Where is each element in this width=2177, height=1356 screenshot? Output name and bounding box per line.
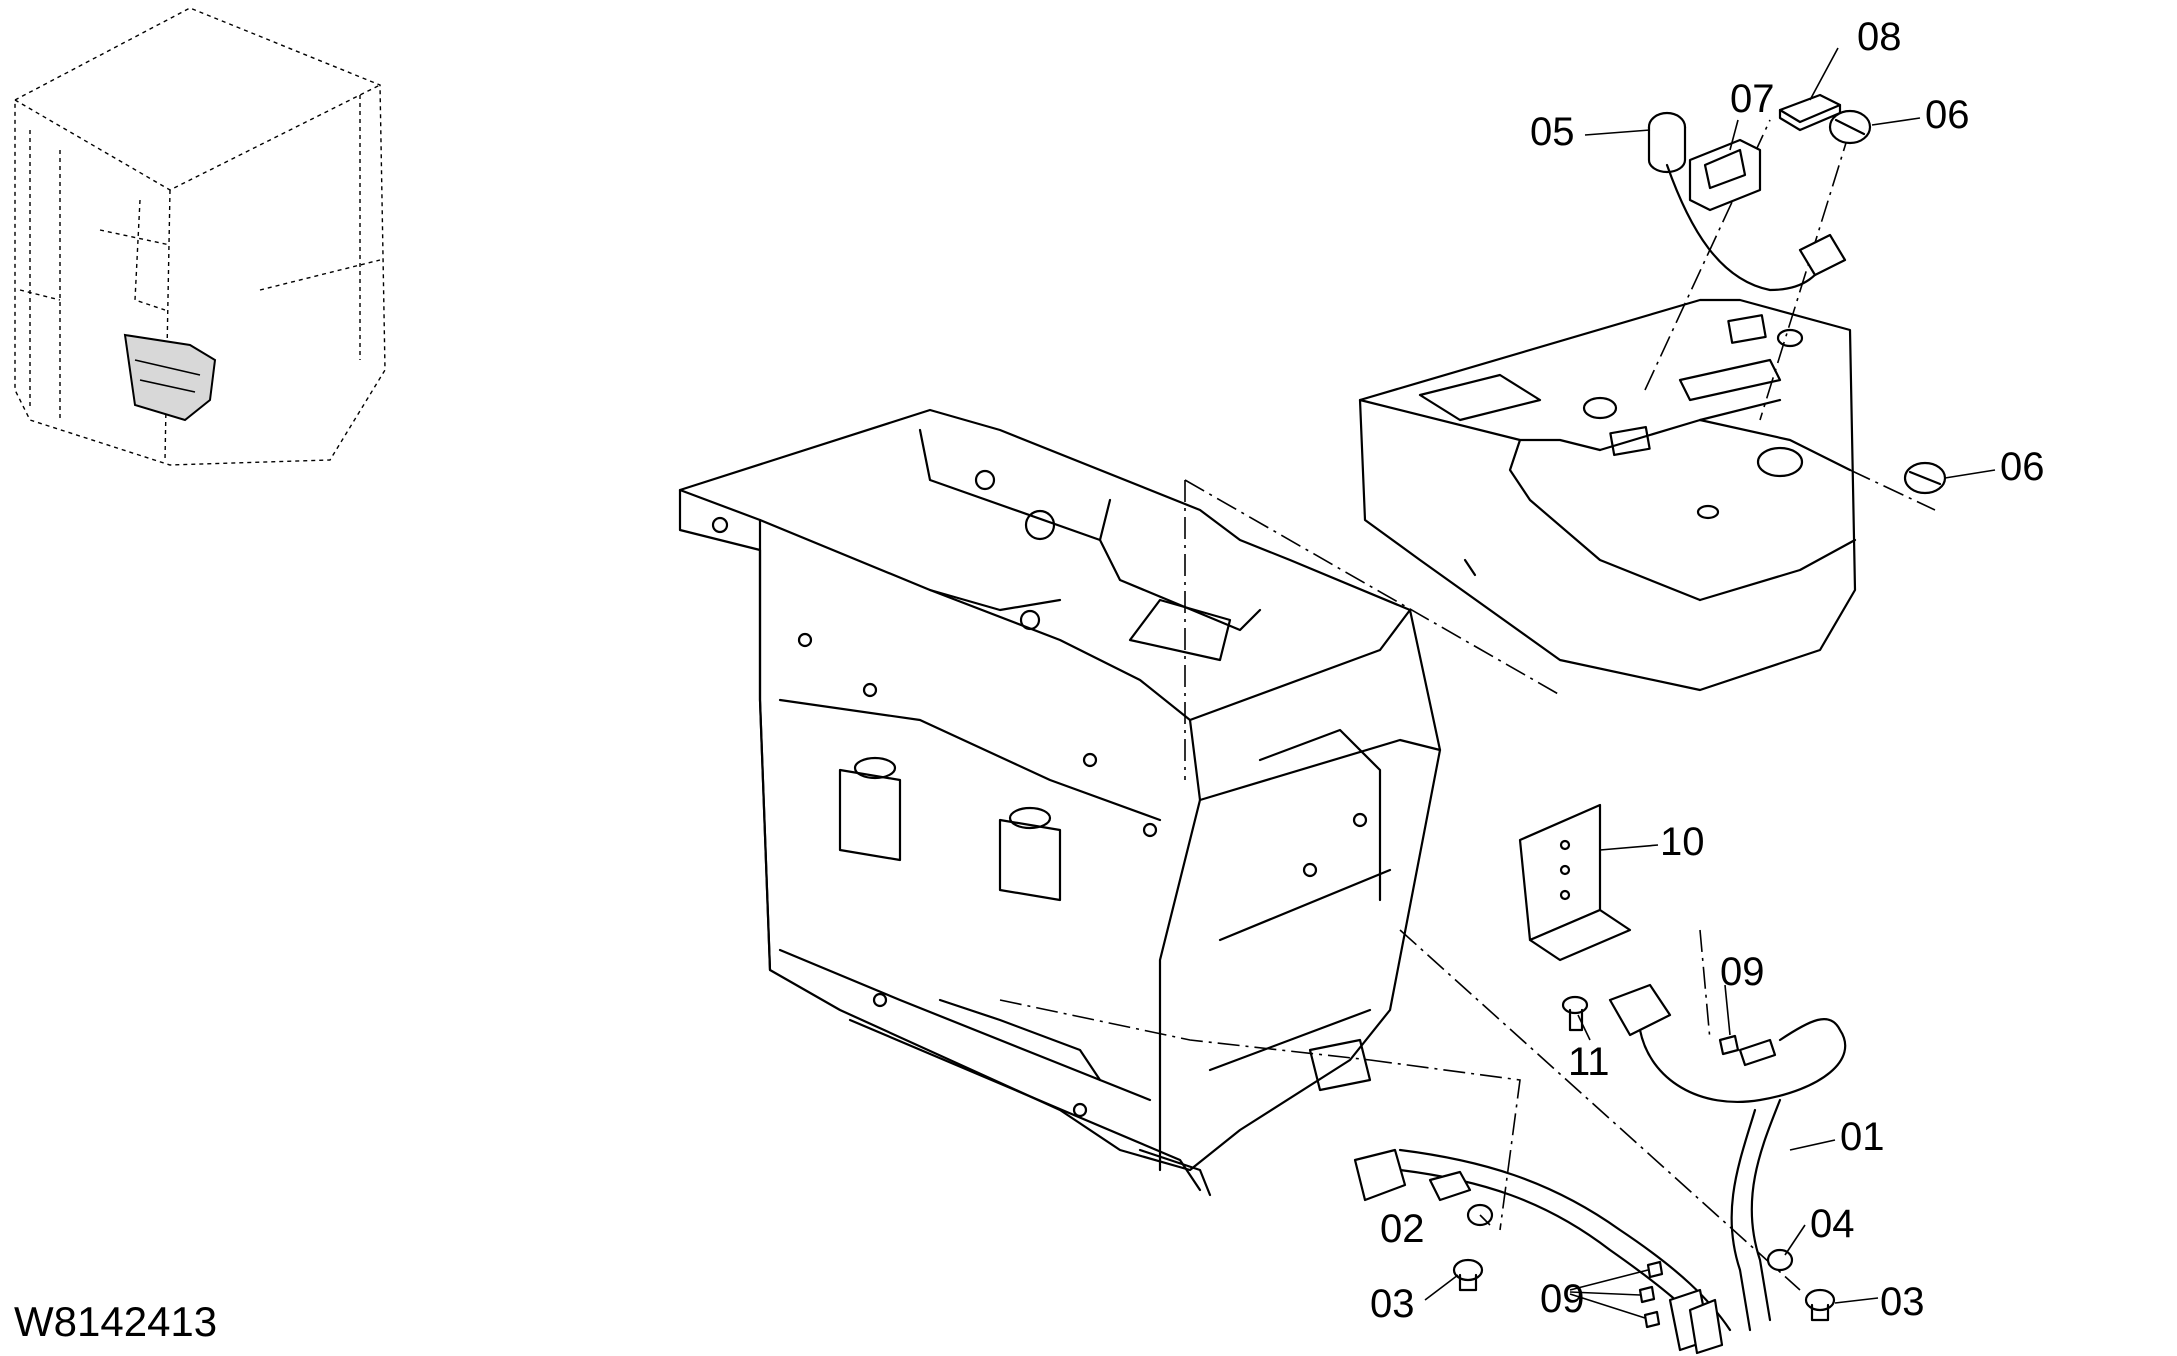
switch-lead-connector	[1798, 233, 1847, 277]
part-06-plug-upper	[1828, 109, 1872, 145]
part-03-bolt-right	[1804, 1288, 1836, 1322]
callout-03-left: 03	[1370, 1282, 1415, 1326]
assembly-leader-lines	[999, 119, 1936, 1291]
console-cover	[1358, 298, 1857, 692]
callout-10: 10	[1660, 820, 1705, 864]
callout-labels: 08 07 05 06 06 10 09 11 01 04 02 03 09 0…	[1370, 15, 2045, 1326]
part-03-bolt-left	[1452, 1258, 1484, 1292]
console-frame	[678, 408, 1442, 1197]
callout-02: 02	[1380, 1207, 1425, 1251]
callout-leaders	[1424, 47, 1996, 1319]
part-07-rocker-switch	[1688, 138, 1762, 212]
callout-04: 04	[1810, 1202, 1855, 1246]
part-01-wire-harness	[1353, 983, 1847, 1355]
callout-11: 11	[1568, 1040, 1610, 1084]
part-06-plug-lower	[1903, 461, 1947, 495]
callout-06-upper: 06	[1925, 93, 1970, 137]
callout-01: 01	[1840, 1115, 1885, 1159]
callout-07: 07	[1730, 77, 1775, 121]
cab-locator-view	[14, 7, 386, 466]
part-11-bolt	[1561, 995, 1589, 1032]
part-09-terminals	[1638, 1034, 1740, 1329]
callout-09-upper: 09	[1720, 950, 1765, 994]
part-04-clip	[1766, 1248, 1794, 1272]
callout-06-lower: 06	[2000, 445, 2045, 489]
console-highlight	[123, 333, 217, 422]
callout-03-right: 03	[1880, 1280, 1925, 1324]
callout-05: 05	[1530, 110, 1575, 154]
callout-08: 08	[1857, 15, 1902, 59]
callout-09-lower: 09	[1540, 1277, 1585, 1321]
drawing-code: W8142413	[14, 1298, 217, 1345]
part-08-cover-plate	[1778, 93, 1842, 132]
part-10-bracket	[1518, 803, 1632, 962]
